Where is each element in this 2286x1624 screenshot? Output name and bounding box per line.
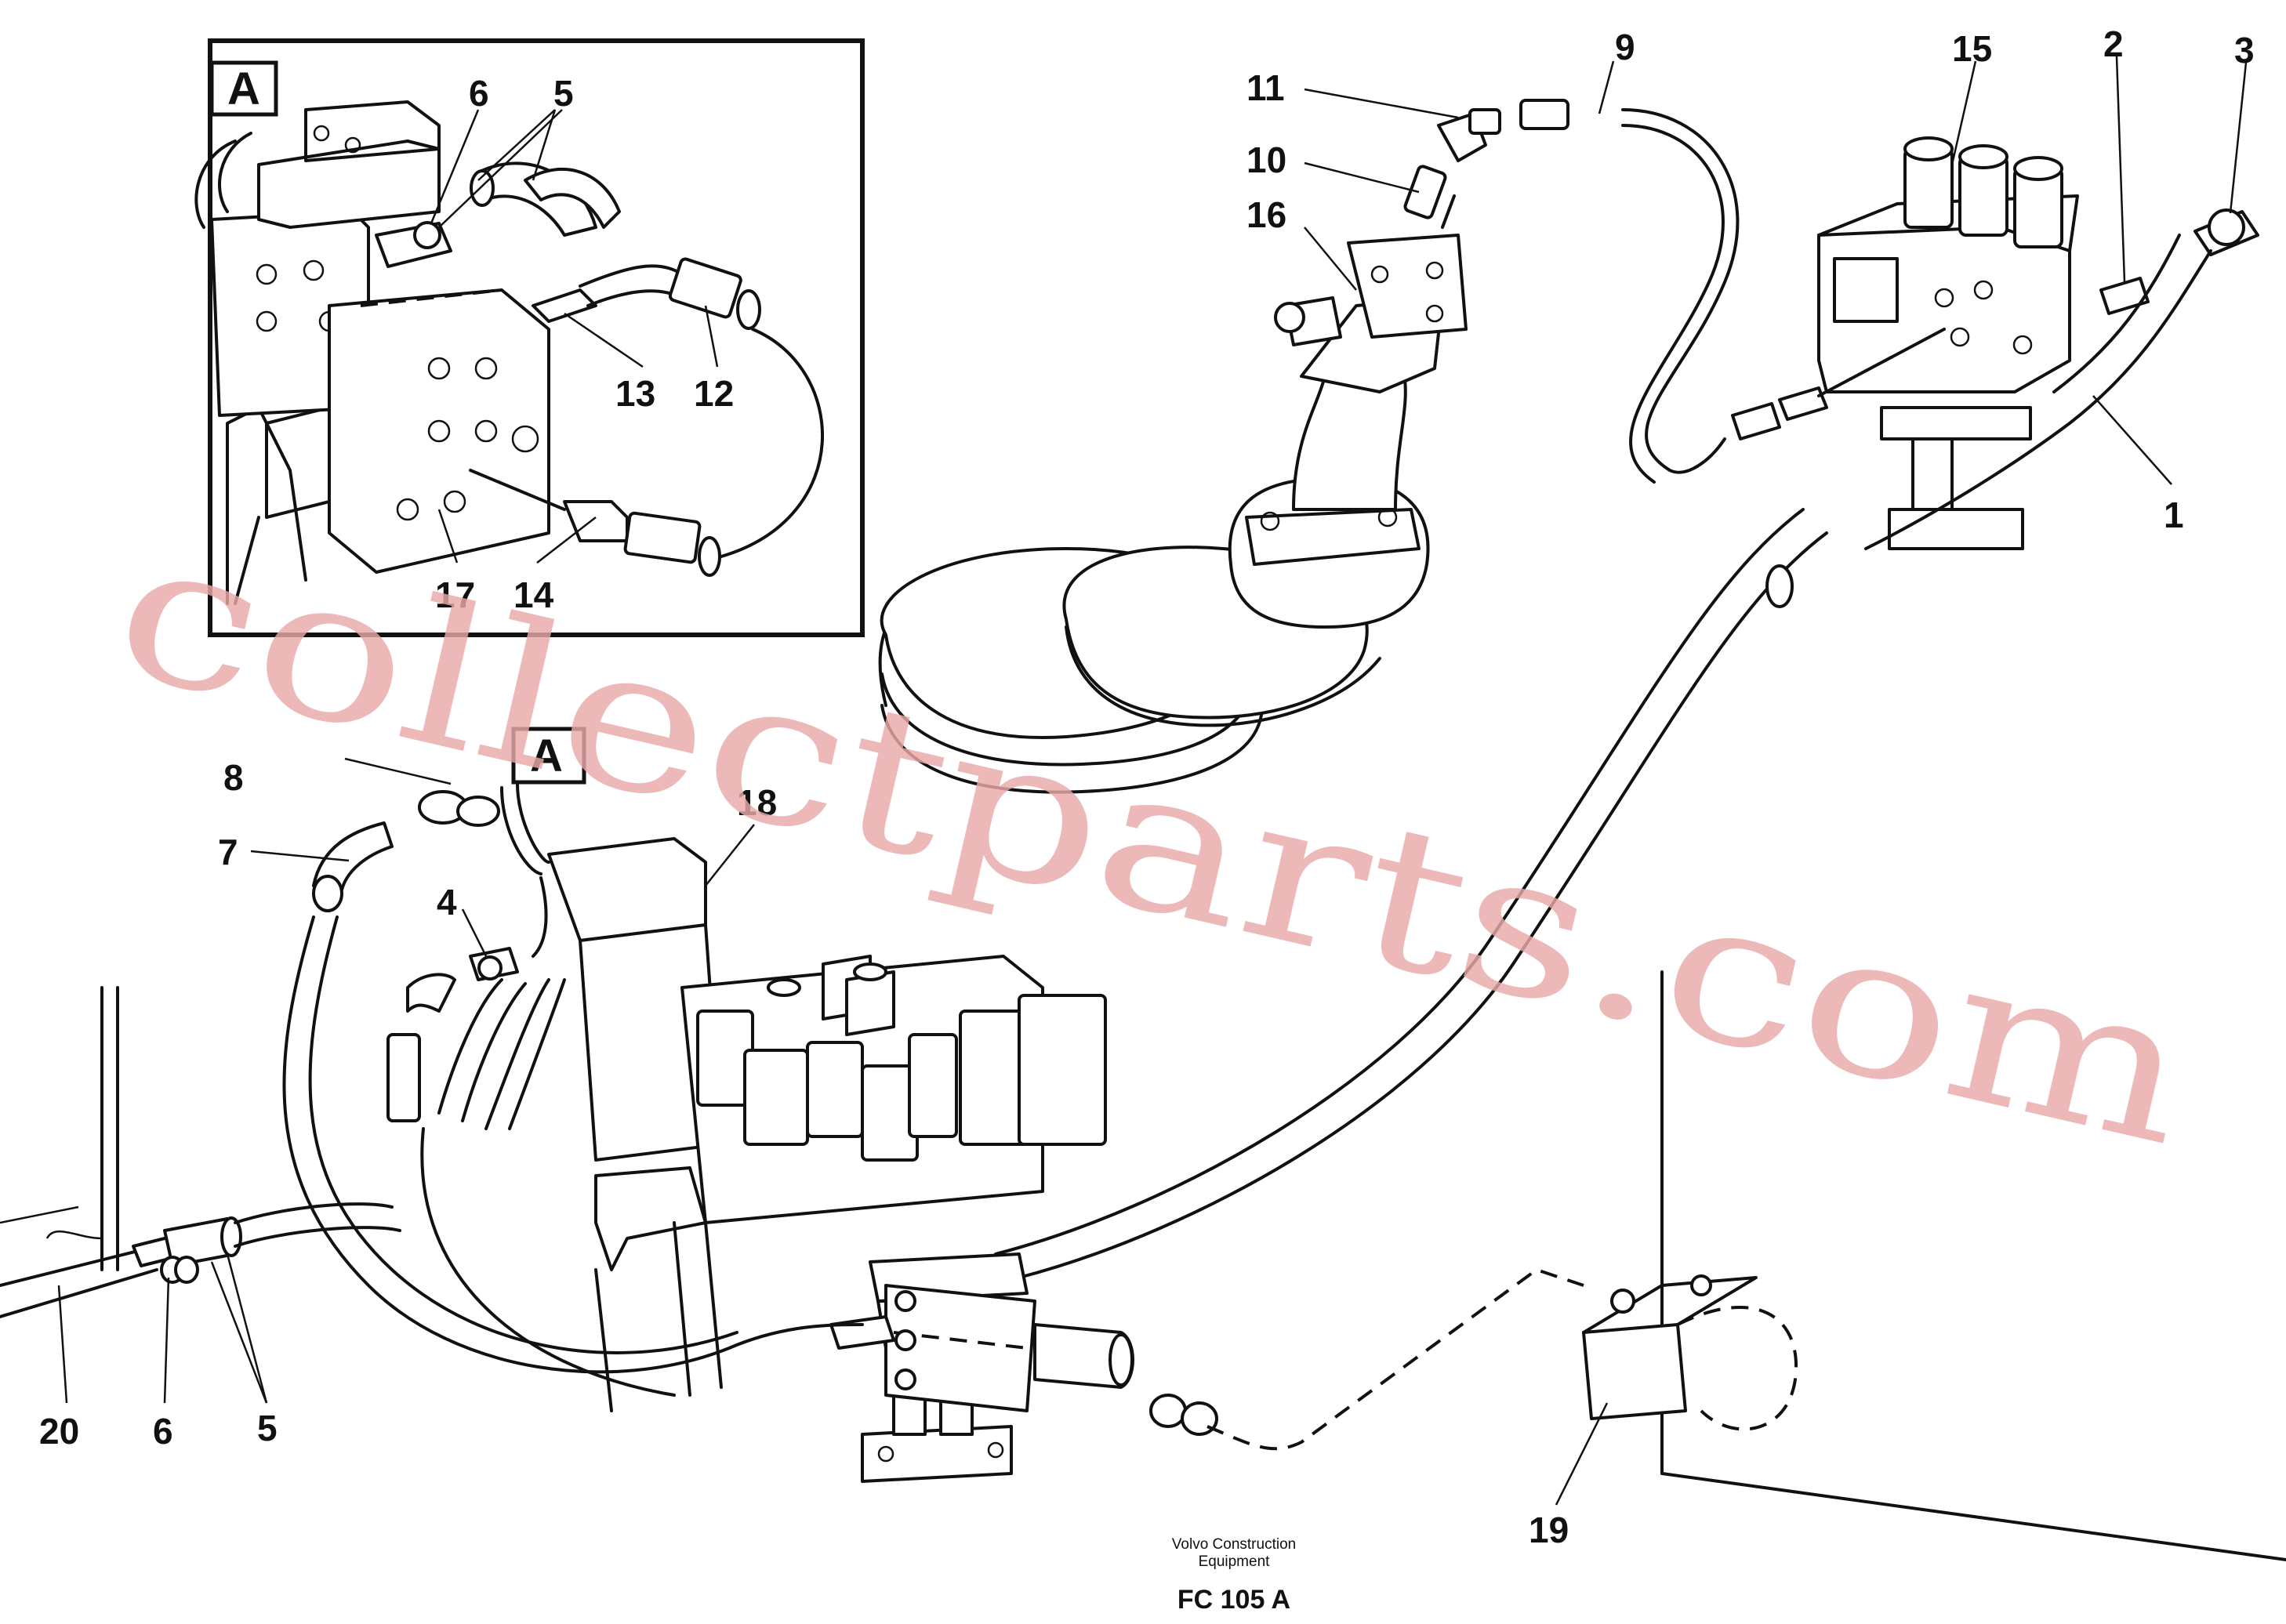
- main-valve-bank: A: [511, 727, 1218, 1483]
- callout-4: 4: [437, 882, 457, 923]
- figure-code: FC 105 A: [1177, 1585, 1290, 1615]
- callout-13: 13: [615, 373, 655, 414]
- leader-lines: [57, 56, 2248, 1506]
- callout-18: 18: [737, 782, 777, 823]
- callout-3: 3: [2234, 30, 2255, 71]
- callout-15: 15: [1952, 28, 1992, 69]
- callout-11: 11: [1246, 67, 1285, 108]
- sweeper-brush-assembly: [878, 99, 1569, 794]
- left-tank-connection: [0, 986, 401, 1318]
- dashed-hose-to-19: [1206, 1267, 1584, 1451]
- company-name-line1: Volvo Construction: [1172, 1536, 1296, 1553]
- detail-a-main-letter: A: [530, 730, 563, 781]
- callout-numbers: 1 2 3 15 9 11 10 16 6 5 13 12 17 14 18 8…: [39, 24, 2255, 1550]
- callout-16: 16: [1246, 194, 1286, 235]
- right-control-valve-assembly: [1731, 136, 2259, 550]
- detail-a-inset-letter: A: [227, 63, 260, 114]
- callout-19: 19: [1529, 1510, 1569, 1550]
- callout-2: 2: [2103, 24, 2124, 64]
- callout-1: 1: [2164, 495, 2184, 535]
- long-return-hose: [994, 508, 1805, 1256]
- figure-caption: Volvo Construction Equipment FC 105 A: [1172, 1536, 1296, 1615]
- callout-5-bottom: 5: [257, 1408, 278, 1448]
- callout-5-inset: 5: [553, 73, 574, 114]
- callout-12: 12: [694, 373, 734, 414]
- hose-9-line: [1621, 108, 1740, 474]
- detail-a-inset: A: [194, 38, 865, 637]
- callout-14: 14: [513, 575, 554, 615]
- hose-big-loop: [282, 915, 864, 1374]
- callout-6-bottom: 6: [153, 1411, 173, 1452]
- detail-a-main-label-box: [511, 727, 586, 785]
- callout-17: 17: [435, 575, 475, 615]
- callout-6-inset: 6: [469, 73, 489, 114]
- callout-7: 7: [218, 832, 238, 872]
- detail-a-inset-label-box: [209, 60, 278, 117]
- callout-10: 10: [1246, 140, 1286, 180]
- callout-8: 8: [223, 757, 244, 798]
- callout-20: 20: [39, 1411, 79, 1452]
- callout-9: 9: [1615, 27, 1635, 67]
- company-name-line2: Equipment: [1199, 1553, 1271, 1570]
